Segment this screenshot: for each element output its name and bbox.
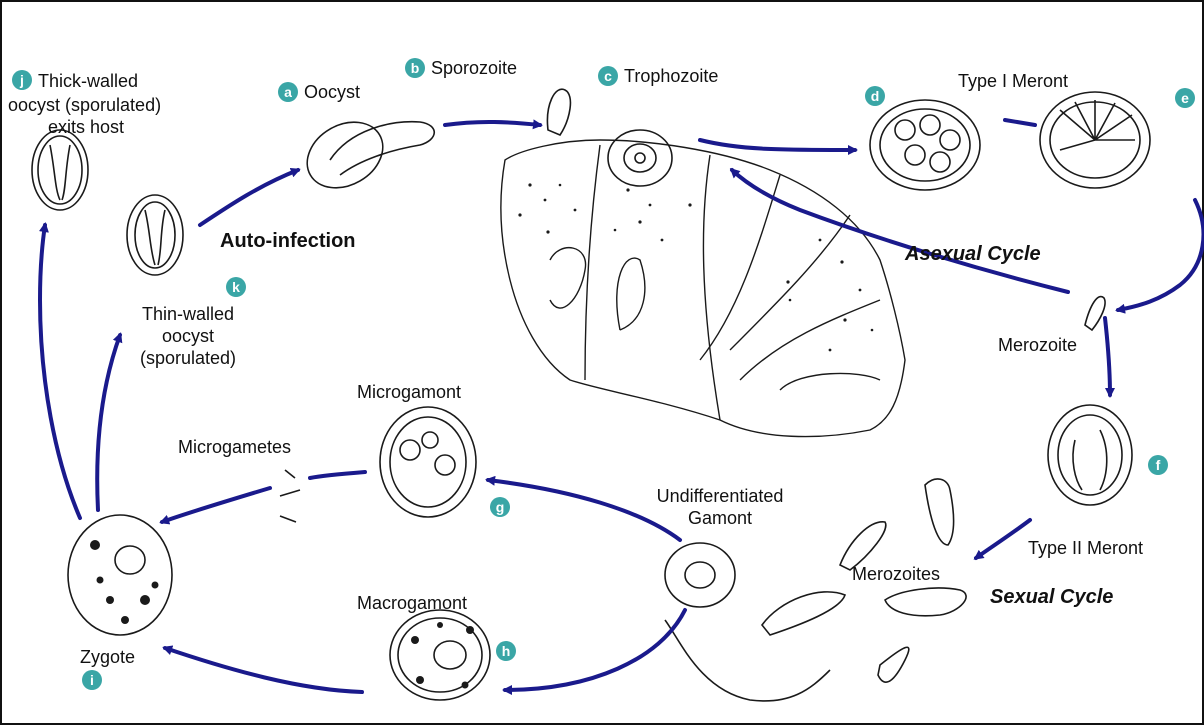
label-sporozoite: Sporozoite bbox=[431, 57, 517, 79]
label-undifferentiated-gamont: Undifferentiated Gamont bbox=[630, 485, 810, 529]
label-microgametes: Microgametes bbox=[178, 436, 291, 458]
badge-i: i bbox=[82, 670, 102, 690]
label-oocyst: Oocyst bbox=[304, 81, 360, 103]
badge-h: h bbox=[496, 641, 516, 661]
label-macrogamont: Macrogamont bbox=[357, 592, 467, 614]
label-merozoites: Merozoites bbox=[852, 563, 940, 585]
label-thick-walled-oocyst-line1: Thick-walled bbox=[38, 70, 138, 92]
badge-g: g bbox=[490, 497, 510, 517]
cell-dark-inclusions bbox=[90, 540, 474, 689]
label-microgamont: Microgamont bbox=[357, 381, 461, 403]
label-thin-walled-oocyst: Thin-walled oocyst (sporulated) bbox=[118, 303, 258, 369]
badge-f: f bbox=[1148, 455, 1168, 475]
label-zygote: Zygote bbox=[80, 646, 135, 668]
badge-a: a bbox=[278, 82, 298, 102]
label-sexual-cycle: Sexual Cycle bbox=[990, 586, 1113, 608]
intestinal-epithelium-drawing bbox=[501, 140, 905, 437]
cell-drawings bbox=[32, 89, 1150, 701]
badge-c: c bbox=[598, 66, 618, 86]
label-type1-meront: Type I Meront bbox=[958, 70, 1068, 92]
label-asexual-cycle: Asexual Cycle bbox=[905, 243, 1041, 265]
label-auto-infection: Auto-infection bbox=[220, 230, 356, 252]
label-trophozoite: Trophozoite bbox=[624, 65, 718, 87]
label-type2-meront: Type II Meront bbox=[1028, 537, 1143, 559]
badge-k: k bbox=[226, 277, 246, 297]
label-thick-walled-oocyst-rest: oocyst (sporulated) exits host bbox=[8, 94, 161, 138]
badge-b: b bbox=[405, 58, 425, 78]
badge-d: d bbox=[865, 86, 885, 106]
badge-e: e bbox=[1175, 88, 1195, 108]
label-merozoite: Merozoite bbox=[998, 334, 1077, 356]
badge-j: j bbox=[12, 70, 32, 90]
